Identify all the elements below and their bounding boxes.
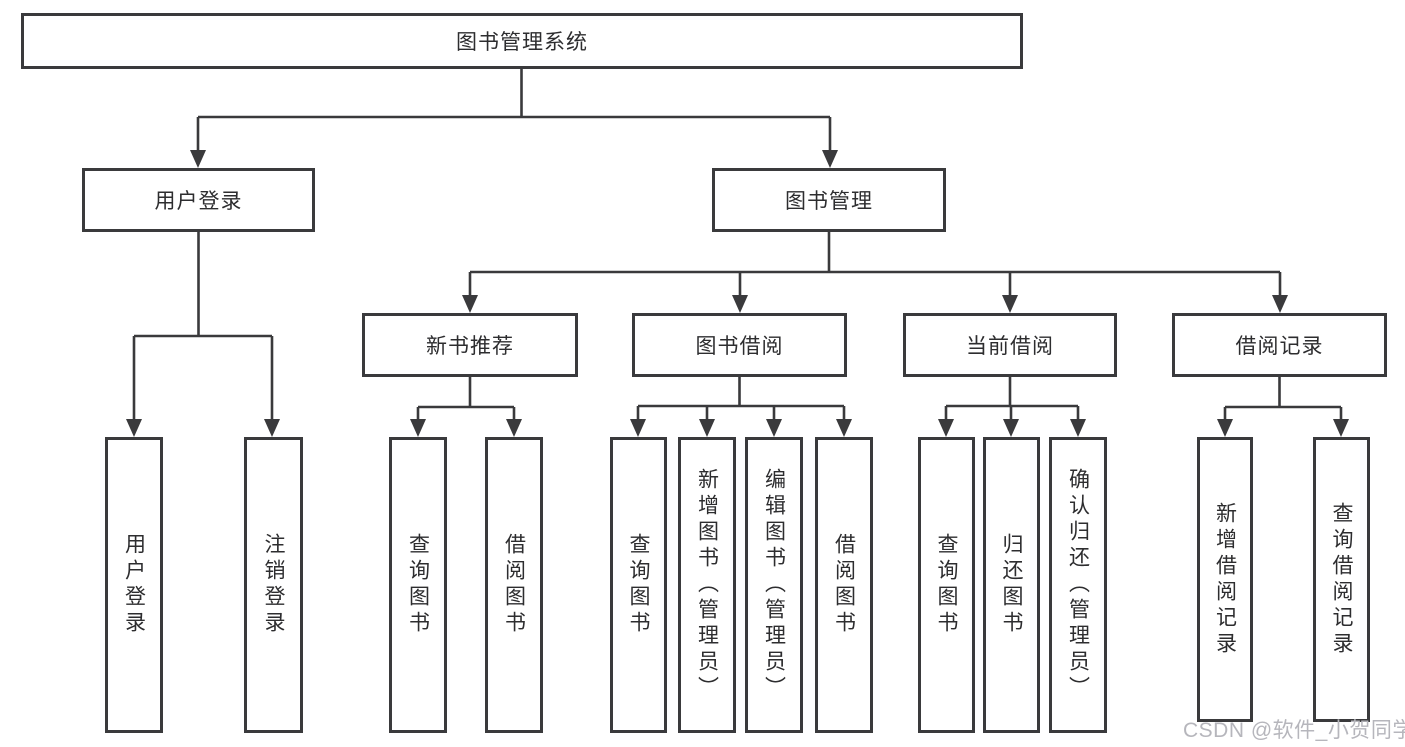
leaf-query-book-3: 查询图书 <box>918 437 975 733</box>
tree-connector-lines <box>132 68 1343 423</box>
leaf-edit-book-admin: 编辑图书（管理员） <box>745 437 803 733</box>
leaf-add-book-admin: 新增图书（管理员） <box>678 437 736 733</box>
leaf-query-book-2: 查询图书 <box>610 437 667 733</box>
node-new-book-recommend: 新书推荐 <box>362 313 578 377</box>
node-book-borrowing: 图书借阅 <box>632 313 847 377</box>
node-book-management: 图书管理 <box>712 168 946 232</box>
leaf-add-borrow-record: 新增借阅记录 <box>1197 437 1253 722</box>
node-current-borrowing: 当前借阅 <box>903 313 1117 377</box>
leaf-logout: 注销登录 <box>244 437 303 733</box>
csdn-watermark: CSDN @软件_小贺同学 <box>1183 719 1405 742</box>
node-library-system: 图书管理系统 <box>21 13 1023 69</box>
node-borrow-records: 借阅记录 <box>1172 313 1387 377</box>
leaf-borrow-book-1: 借阅图书 <box>485 437 543 733</box>
node-user-login: 用户登录 <box>82 168 315 232</box>
leaf-confirm-return-admin: 确认归还（管理员） <box>1049 437 1107 733</box>
leaf-user-login: 用户登录 <box>105 437 163 733</box>
leaf-return-book: 归还图书 <box>983 437 1040 733</box>
leaf-query-borrow-record: 查询借阅记录 <box>1313 437 1370 722</box>
leaf-query-book-1: 查询图书 <box>389 437 447 733</box>
leaf-borrow-book-2: 借阅图书 <box>815 437 873 733</box>
